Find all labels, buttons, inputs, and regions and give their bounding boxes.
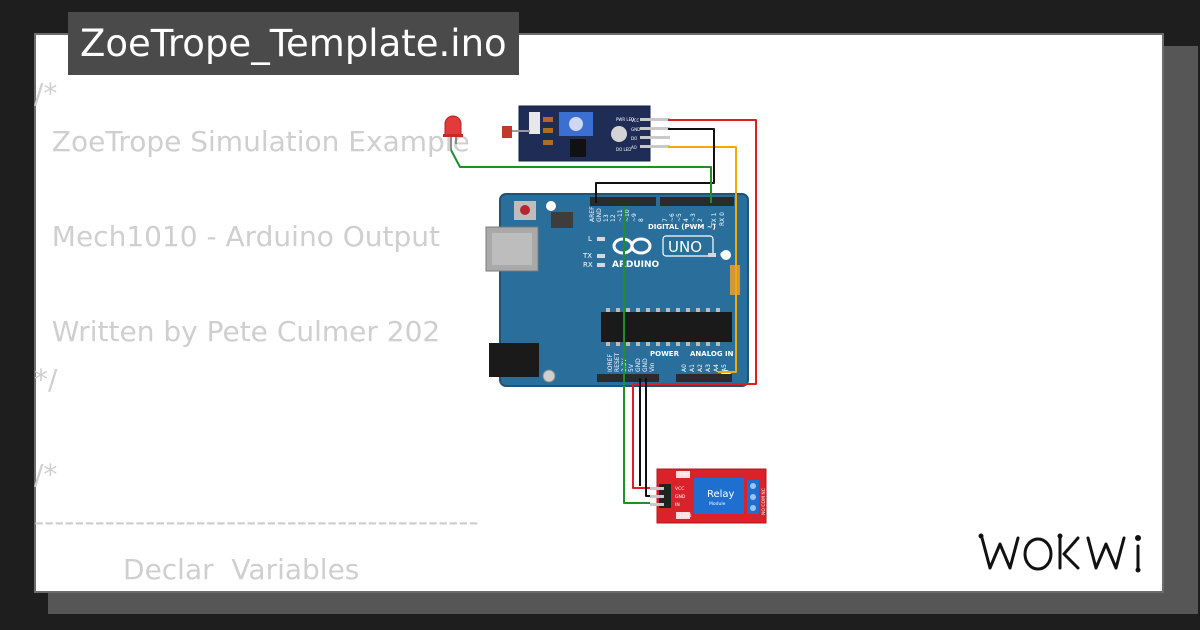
pin-label-d4: 4 xyxy=(683,218,690,222)
code-editor: /* ZoeTrope Simulation Example Mech1010 … xyxy=(34,70,479,594)
relay-label: Relay xyxy=(707,489,735,500)
pin-label-d11: ~11 xyxy=(617,209,624,222)
rx-led-label: RX xyxy=(583,261,593,269)
light-sensor-module[interactable]: PWR LED DO LED VCC GND DO AO xyxy=(518,105,670,162)
wire-orange-sensor-ao[interactable] xyxy=(668,146,737,373)
pin-label-reset: RESET xyxy=(614,352,621,372)
pin-label-a4: A4 xyxy=(713,364,720,372)
sensor-pin-do: DO xyxy=(631,136,637,141)
wokwi-logo xyxy=(978,533,1141,573)
wire-black-sensor-gnd[interactable] xyxy=(595,128,715,203)
relay-module[interactable]: Relay Module VCC GND IN PWR LED1 NO COM … xyxy=(650,468,767,524)
power-header-label: POWER xyxy=(650,350,680,358)
pin-label-a0: A0 xyxy=(681,364,688,372)
card-bottom-strip xyxy=(48,593,1198,614)
wire-black-relay-gnd[interactable] xyxy=(645,378,650,497)
code-line: Written by Pete Culmer 202 xyxy=(34,314,441,348)
relay-pin-gnd: GND xyxy=(675,494,686,500)
arduino-model-label: UNO xyxy=(668,238,702,256)
pin-label-d3: ~3 xyxy=(690,213,697,222)
pin-label-ioref: IOREF xyxy=(607,354,614,372)
wire-red-sensor-vcc[interactable] xyxy=(633,119,757,385)
pin-label-gnd-2: GND xyxy=(642,358,649,372)
code-line: Declar Variables xyxy=(34,552,360,586)
pin-label-d5: ~5 xyxy=(676,213,683,222)
sensor-pin-ao: AO xyxy=(631,145,637,150)
digital-header-label: DIGITAL (PWM ~) xyxy=(648,223,716,231)
relay-pin-in: IN xyxy=(675,502,680,508)
relay-pwr-led-label: PWR xyxy=(680,472,690,478)
photoresistor[interactable] xyxy=(502,126,530,138)
pin-label-a3: A3 xyxy=(705,364,712,372)
sensor-pwr-led-label: PWR LED xyxy=(616,117,634,122)
pin-label-d8: 8 xyxy=(638,218,645,222)
code-line: ----------------------------------------… xyxy=(34,505,479,539)
pin-label-a2: A2 xyxy=(697,364,704,372)
pin-label-aref: AREF xyxy=(589,206,596,222)
pin-label-d12: 12 xyxy=(610,214,617,222)
pin-label-tx: TX 1 xyxy=(711,212,718,227)
arduino-uno-board[interactable]: ARDUINO UNO DIGITAL (PWM ~) POWER ANALOG… xyxy=(485,193,749,387)
relay-pin-vcc: VCC xyxy=(675,486,684,492)
code-line: Mech1010 - Arduino Output xyxy=(34,219,440,253)
wire-red-relay-vcc[interactable] xyxy=(632,384,650,489)
pin-label-d13: 13 xyxy=(603,214,610,222)
pin-label-d6: ~6 xyxy=(669,213,676,222)
relay-led1-label: LED1 xyxy=(680,513,692,519)
pin-label-gnd: GND xyxy=(596,208,603,222)
analog-header-label: ANALOG IN xyxy=(690,350,734,358)
relay-sublabel: Module xyxy=(709,501,726,507)
pin-label-a1: A1 xyxy=(689,364,696,372)
code-line: */ xyxy=(34,362,58,396)
wire-green-led[interactable] xyxy=(450,149,712,203)
tx-led-label: TX xyxy=(582,252,592,260)
wire-green-relay-in[interactable] xyxy=(623,206,650,504)
sensor-pin-gnd: GND xyxy=(631,127,640,132)
sensor-do-led-label: DO LED xyxy=(616,147,631,152)
pin-label-gnd-1: GND xyxy=(635,358,642,372)
sensor-pin-vcc: VCC xyxy=(631,118,640,123)
pin-label-5v: 5V xyxy=(628,363,635,372)
pin-label-d9: ~9 xyxy=(631,213,638,222)
card-bottom-mask xyxy=(34,593,48,614)
pin-label-rx: RX 0 xyxy=(719,212,726,226)
card-bottom-border xyxy=(34,591,1164,593)
pin-label-a5: A5 xyxy=(721,364,728,372)
on-led-label: ON xyxy=(720,251,731,259)
code-line: /* xyxy=(34,77,58,110)
pin-label-d10: ~10 xyxy=(624,209,631,222)
l-led-label: L xyxy=(588,235,592,243)
project-title[interactable]: ZoeTrope_Template.ino xyxy=(68,12,519,75)
code-line: ZoeTrope Simulation Example xyxy=(34,124,470,158)
pin-label-vin: Vin xyxy=(649,362,656,372)
pin-label-d2: 2 xyxy=(697,218,704,222)
arduino-brand-label: ARDUINO xyxy=(612,260,660,270)
red-led[interactable] xyxy=(443,115,463,150)
relay-terminal-labels: NO COM NC xyxy=(761,488,767,515)
pin-label-d7: 7 xyxy=(662,218,669,222)
code-line: /* xyxy=(34,457,58,491)
